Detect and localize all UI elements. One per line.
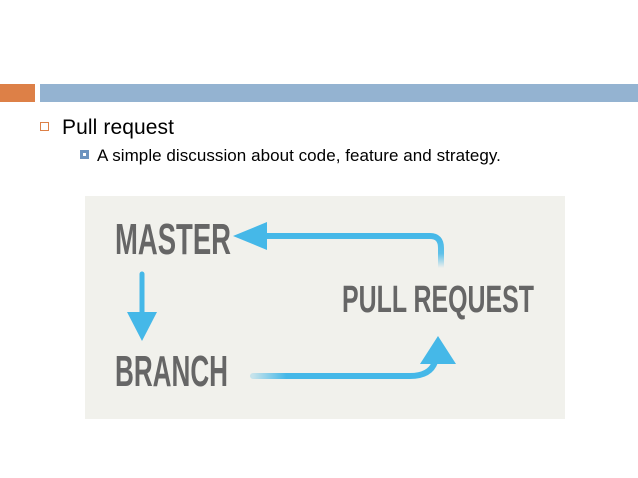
square-outline-icon [40,118,62,136]
square-filled-icon [80,146,97,164]
bullet-item-level2: A simple discussion about code, feature … [80,146,620,166]
header-band-orange-block [0,84,35,102]
git-flow-diagram: MASTER PULL REQUEST BRANCH [115,215,534,396]
diagram-label-branch: BRANCH [115,347,228,396]
bullet-level1-label: Pull request [62,116,175,139]
bullet-list: Pull request A simple discussion about c… [40,116,620,166]
diagram-label-master: MASTER [115,215,231,264]
header-band-blue-bar [40,84,638,102]
arrow-master-to-branch-icon [127,271,157,341]
header-band [0,84,638,102]
arrow-pullrequest-to-master-icon [233,222,444,271]
arrow-branch-to-pullrequest-icon [250,336,456,379]
diagram-image: MASTER PULL REQUEST BRANCH [85,196,565,419]
bullet-level2-label: A simple discussion about code, feature … [97,146,501,166]
diagram-label-pull-request: PULL REQUEST [342,279,534,321]
bullet-item-level1: Pull request [40,116,620,139]
